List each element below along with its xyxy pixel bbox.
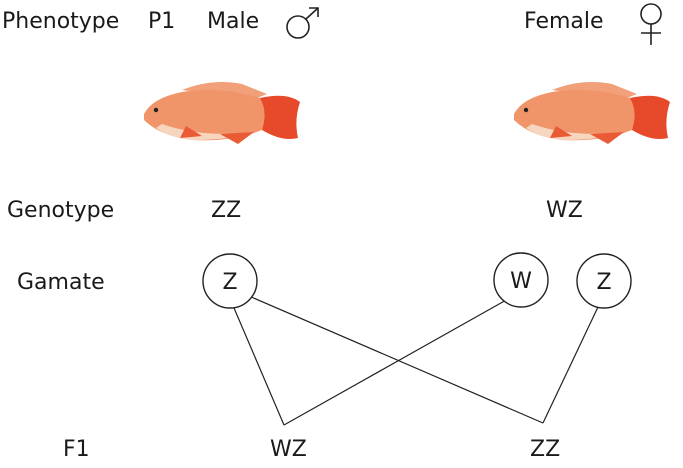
line-male-z-to-wz	[233, 307, 285, 426]
f1-label: F1	[63, 437, 90, 462]
offspring-zz: ZZ	[530, 437, 561, 462]
p1-label: P1	[148, 9, 176, 34]
genotype-label: Genotype	[7, 198, 115, 223]
female-label: Female	[524, 9, 604, 34]
offspring-wz: WZ	[270, 437, 307, 462]
male-label: Male	[207, 9, 260, 34]
gamete-circle-female-z	[576, 253, 632, 309]
line-female-z-to-zz	[542, 306, 599, 424]
male-symbol-icon	[286, 7, 319, 39]
phenotype-label: Phenotype	[2, 9, 120, 34]
gamete-male-z: Z	[222, 270, 237, 295]
gamete-circle-male-z	[202, 253, 258, 309]
male-genotype: ZZ	[211, 198, 242, 223]
fish-image	[514, 82, 670, 144]
gamete-female-z: Z	[596, 270, 611, 295]
female-symbol-icon	[640, 3, 662, 45]
gamete-circle-female-w	[493, 252, 549, 308]
gamete-female-w: W	[510, 269, 532, 294]
line-w-to-wz	[283, 298, 509, 426]
gamate-label: Gamate	[17, 270, 105, 295]
cross-lines	[233, 295, 599, 426]
female-genotype: WZ	[546, 198, 583, 223]
line-male-z-to-zz	[248, 295, 544, 424]
fish-image	[144, 82, 300, 144]
